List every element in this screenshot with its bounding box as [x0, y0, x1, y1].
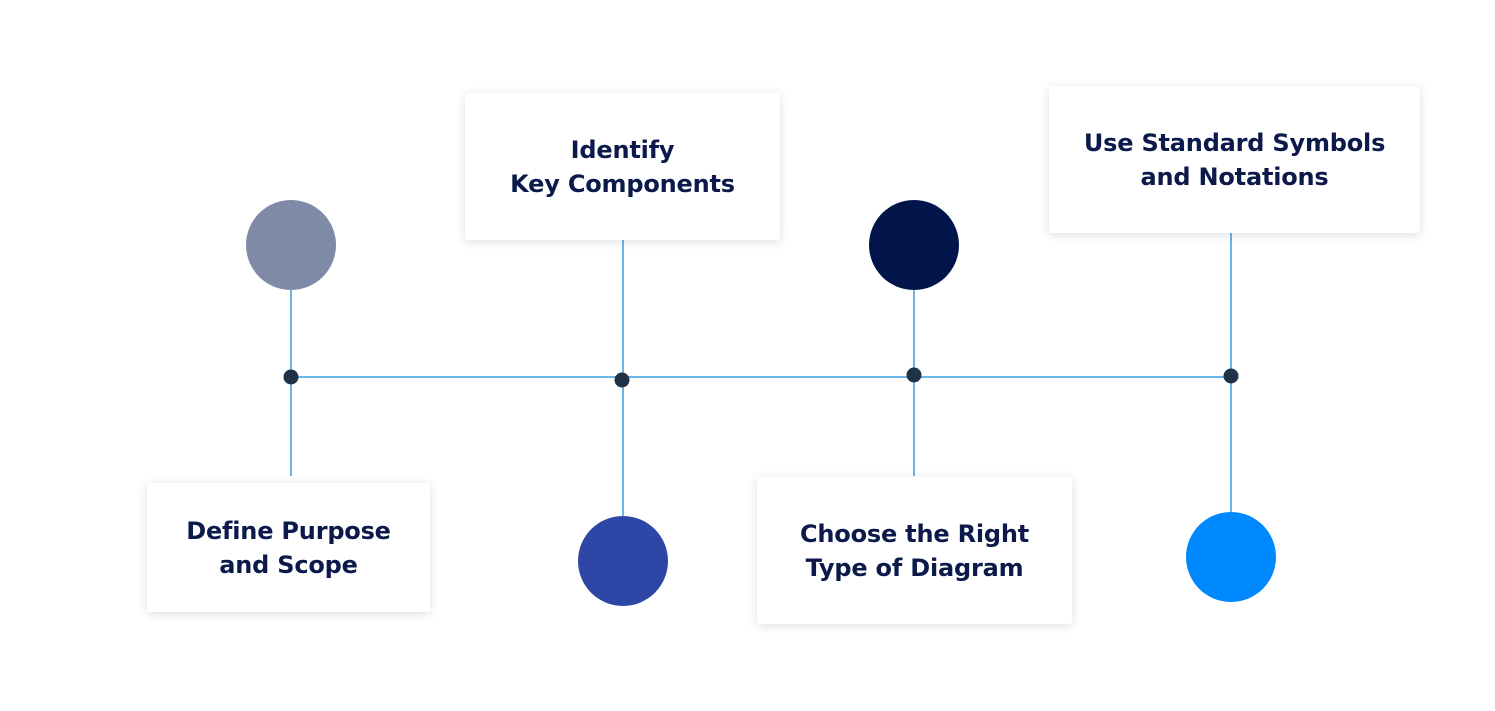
step-1-axis-node [283, 369, 299, 385]
step-4-marker [1186, 512, 1276, 602]
step-4-label: Use Standard Symbols and Notations [1083, 128, 1386, 191]
step-4-axis-node [1223, 368, 1239, 384]
step-4-card: Use Standard Symbols and Notations [1049, 86, 1420, 233]
step-2-card: Identify Key Components [465, 93, 780, 240]
step-1-card: Define Purpose and Scope [147, 483, 430, 612]
step-2-label: Identify Key Components [510, 135, 735, 198]
step-1-marker [246, 200, 336, 290]
step-2-axis-node [614, 372, 630, 388]
step-3-label: Choose the Right Type of Diagram [799, 519, 1030, 582]
step-3-card: Choose the Right Type of Diagram [757, 477, 1072, 624]
step-2-marker [578, 516, 668, 606]
step-1-label: Define Purpose and Scope [186, 516, 391, 579]
step-3-marker [869, 200, 959, 290]
step-3-axis-node [906, 367, 922, 383]
